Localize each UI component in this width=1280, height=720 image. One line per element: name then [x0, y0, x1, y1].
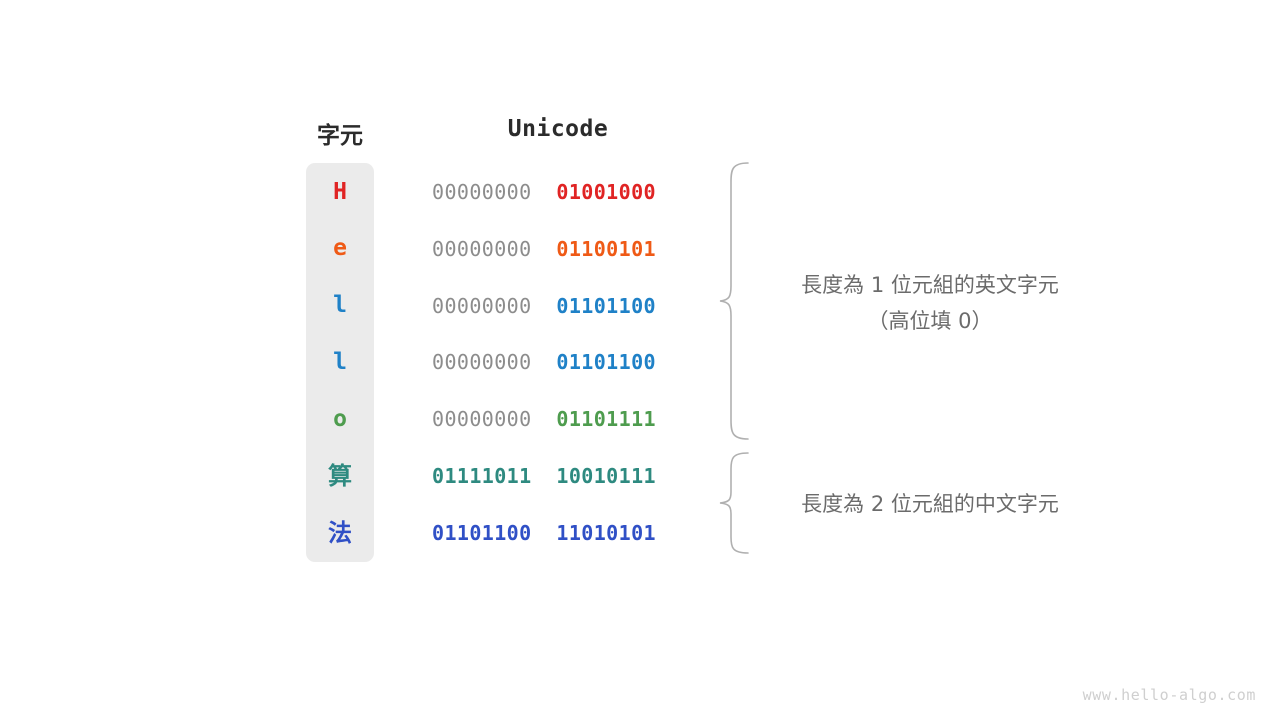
high-byte: 00000000	[432, 350, 532, 375]
character-cell: l	[333, 348, 347, 375]
character-cell: H	[333, 178, 347, 205]
low-byte: 01101111	[556, 407, 656, 432]
encoding-row: 法 01101100 11010101	[306, 514, 726, 552]
character-cell: e	[333, 235, 347, 262]
annotation-ascii: 長度為 1 位元組的英文字元 （高位填 0）	[801, 273, 1059, 333]
low-byte: 11010101	[556, 520, 656, 545]
high-byte: 00000000	[432, 293, 532, 318]
character-cell: 法	[328, 518, 352, 547]
byte-separator	[532, 180, 557, 204]
column-header-character: 字元	[317, 123, 363, 149]
encoding-row: l 00000000 01101100	[306, 343, 726, 381]
encoding-row: l 00000000 01101100	[306, 287, 726, 325]
watermark: www.hello-algo.com	[1082, 686, 1256, 704]
byte-separator	[532, 350, 557, 374]
high-byte: 01111011	[432, 464, 532, 488]
high-byte: 00000000	[432, 236, 532, 261]
character-column-panel	[306, 163, 374, 562]
unicode-bits-cell: 00000000 01101100	[374, 296, 726, 316]
character-cell: o	[333, 405, 347, 432]
column-header-unicode: Unicode	[507, 116, 609, 142]
unicode-bits-cell: 00000000 01001000	[374, 182, 726, 202]
character-cell: 算	[328, 462, 352, 490]
high-byte: 01101100	[432, 520, 532, 545]
high-byte: 00000000	[432, 180, 532, 204]
encoding-row: o 00000000 01101111	[306, 400, 726, 438]
byte-separator	[532, 294, 557, 318]
encoding-row: e 00000000 01100101	[306, 230, 726, 268]
unicode-bits-cell: 01111011 10010111	[374, 466, 726, 486]
low-byte: 01001000	[556, 180, 656, 204]
character-cell: l	[333, 292, 347, 319]
unicode-bits-cell: 00000000 01101111	[374, 409, 726, 429]
high-byte: 00000000	[432, 407, 532, 432]
low-byte: 01100101	[556, 236, 656, 261]
unicode-bits-cell: 00000000 01101100	[374, 352, 726, 372]
unicode-bits-cell: 00000000 01100101	[374, 239, 726, 259]
encoding-row: 算 01111011 10010111	[306, 457, 726, 495]
low-byte: 01101100	[556, 350, 656, 375]
brace-ascii-group	[718, 160, 754, 442]
unicode-bits-cell: 01101100 11010101	[374, 523, 726, 543]
low-byte: 10010111	[556, 464, 656, 488]
annotation-cjk: 長度為 2 位元組的中文字元	[801, 492, 1059, 516]
low-byte: 01101100	[556, 293, 656, 318]
byte-separator	[532, 237, 557, 261]
byte-separator	[532, 407, 557, 431]
encoding-row: H 00000000 01001000	[306, 173, 726, 211]
byte-separator	[532, 464, 557, 488]
brace-cjk-group	[718, 450, 754, 556]
byte-separator	[532, 521, 557, 545]
